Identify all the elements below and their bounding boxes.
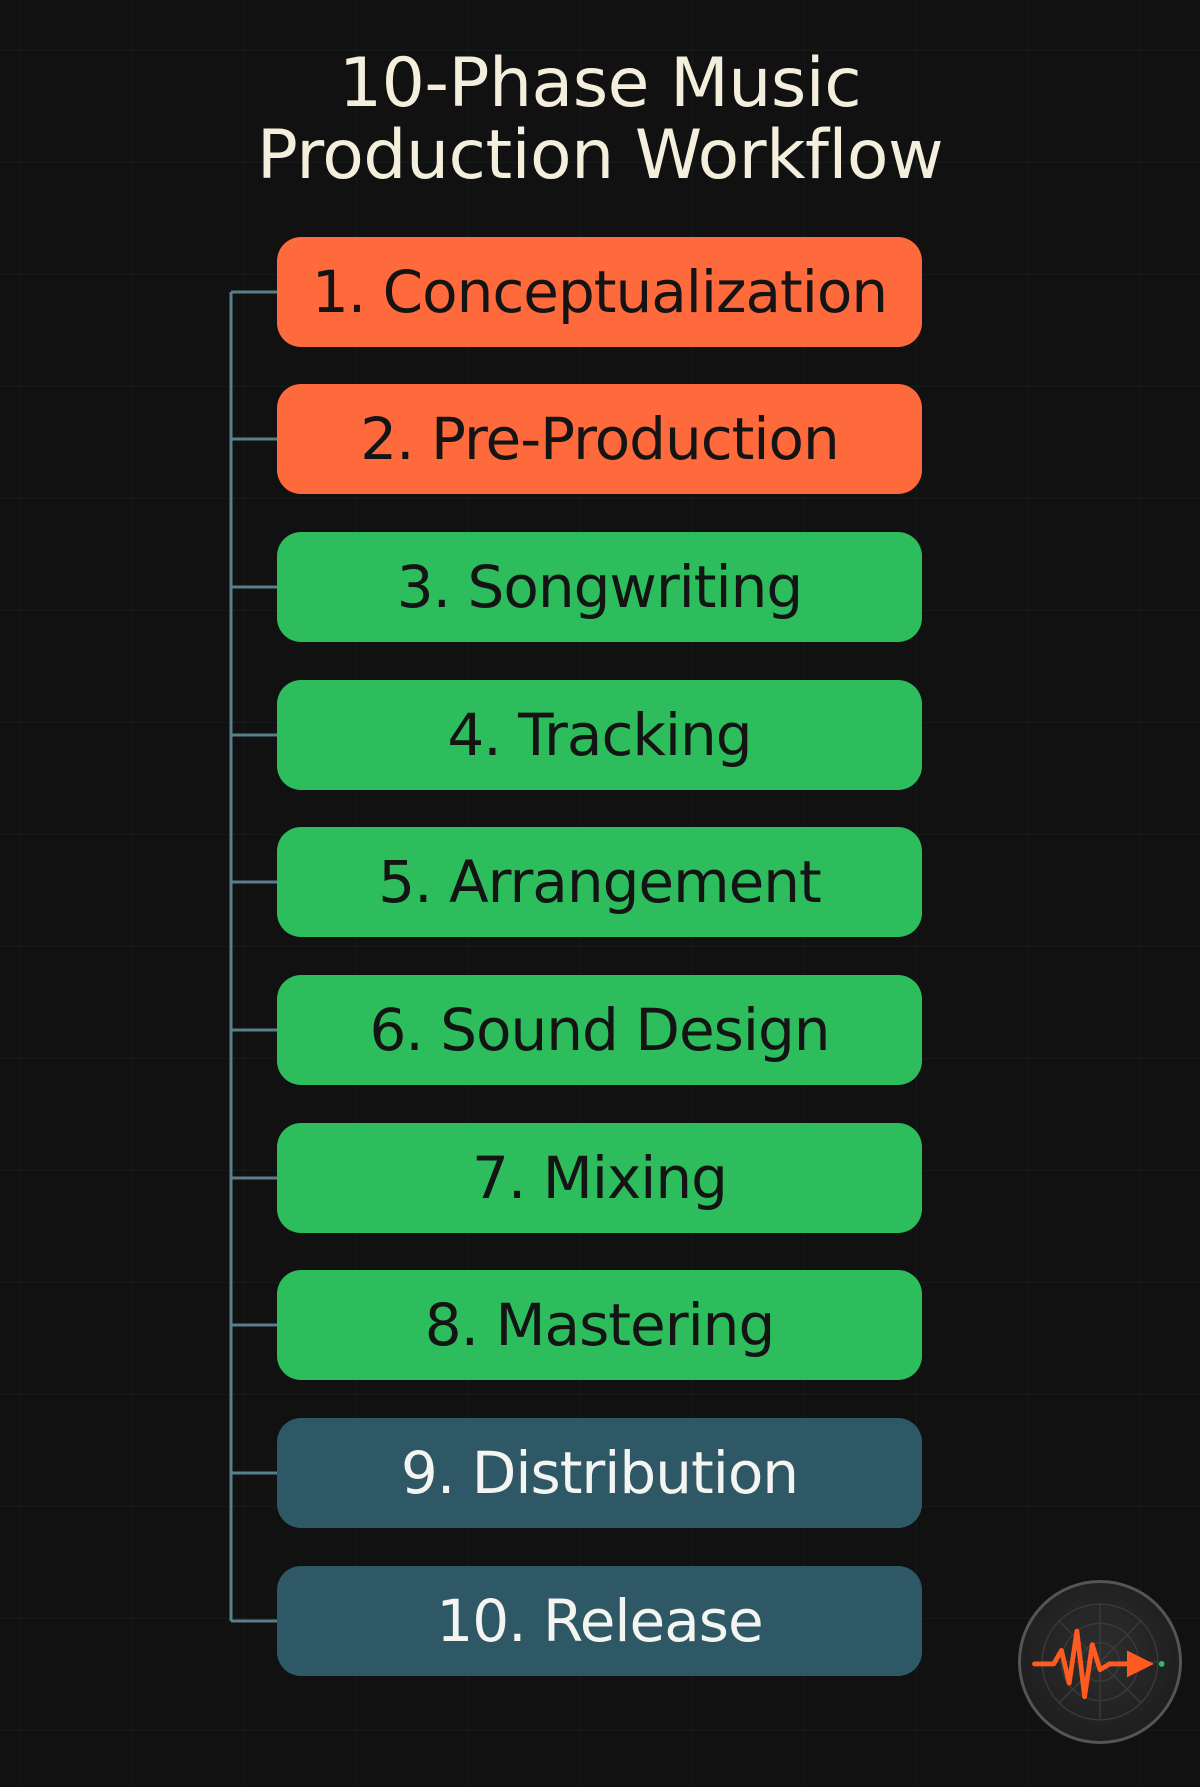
title-line-2: Production Workflow xyxy=(256,116,944,195)
phase-step-8[interactable]: 8. Mastering xyxy=(277,1270,922,1380)
phase-label: 10. Release xyxy=(436,1587,763,1655)
phase-step-7[interactable]: 7. Mixing xyxy=(277,1123,922,1233)
phase-label: 3. Songwriting xyxy=(396,553,803,621)
phase-label: 7. Mixing xyxy=(472,1144,728,1212)
title-line-1: 10-Phase Music xyxy=(338,44,862,123)
phase-label: 5. Arrangement xyxy=(378,848,822,916)
phase-label: 9. Distribution xyxy=(400,1439,799,1507)
phase-step-5[interactable]: 5. Arrangement xyxy=(277,827,922,937)
phase-step-4[interactable]: 4. Tracking xyxy=(277,680,922,790)
phase-label: 1. Conceptualization xyxy=(311,258,888,326)
phase-step-9[interactable]: 9. Distribution xyxy=(277,1418,922,1528)
phase-label: 4. Tracking xyxy=(447,701,752,769)
phase-step-10[interactable]: 10. Release xyxy=(277,1566,922,1676)
page-title: 10-Phase Music Production Workflow xyxy=(0,48,1200,192)
phase-step-6[interactable]: 6. Sound Design xyxy=(277,975,922,1085)
phase-label: 8. Mastering xyxy=(424,1291,776,1359)
phase-label: 2. Pre-Production xyxy=(360,405,839,473)
waveform-arrow-icon xyxy=(1018,1580,1182,1744)
phase-label: 6. Sound Design xyxy=(369,996,830,1064)
phase-step-1[interactable]: 1. Conceptualization xyxy=(277,237,922,347)
phase-step-3[interactable]: 3. Songwriting xyxy=(277,532,922,642)
phase-step-2[interactable]: 2. Pre-Production xyxy=(277,384,922,494)
